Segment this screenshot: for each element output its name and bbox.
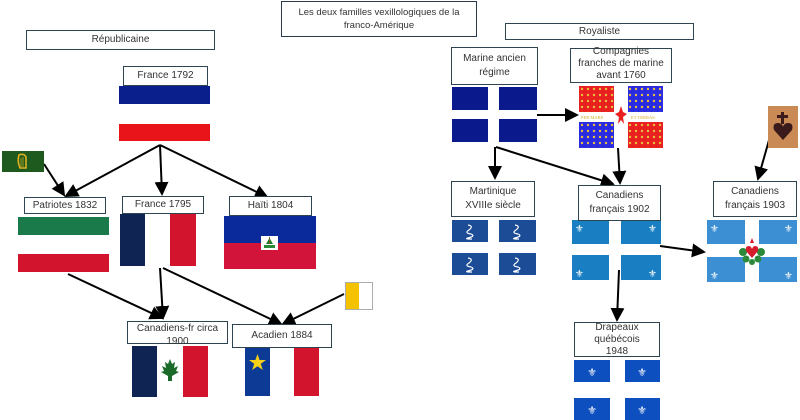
fleur-de-lis-icon: ⚜ <box>784 271 793 282</box>
flag-sacred-heart <box>768 106 798 148</box>
flag-marine-ancien-regime <box>452 87 537 142</box>
node-acadien-1884: Acadien 1884 <box>232 324 332 348</box>
heart-icon <box>773 123 793 140</box>
node-drapeaux-quebecois: Drapeaux québécois 1948 <box>574 322 660 357</box>
arrow-france1795-to-canadiens1900 <box>155 267 170 320</box>
node-france-1792: France 1792 <box>123 66 208 86</box>
flag-france-1795 <box>120 214 196 266</box>
motto-right: ET TERRAS <box>631 115 655 120</box>
flag-compagnies-franches: PER MARE ET TERRAS <box>579 86 663 148</box>
node-canadiens-fr-1902: Canadiens français 1902 <box>578 185 661 221</box>
node-patriotes-1832: Patriotes 1832 <box>24 197 106 214</box>
diagram-title-text: Les deux familles vexillologiques de la … <box>298 7 460 31</box>
arrow-france1792-to-patriotes <box>64 144 161 197</box>
arrow-ireland-to-patriotes <box>43 163 66 197</box>
node-canadiens-fr-1903: Canadiens français 1903 <box>713 181 797 217</box>
arrow-marine-to-canadiens1902 <box>495 146 615 188</box>
flag-ireland-harp <box>2 151 44 172</box>
fleur-de-lis-icon: ⚜ <box>637 366 647 379</box>
family-header-label: Royaliste <box>578 25 621 37</box>
node-martinique: Martinique XVIIIe siècle <box>451 181 535 217</box>
fleur-de-lis-icon: ⚜ <box>575 269 584 280</box>
maple-leaf-icon <box>161 359 179 381</box>
snake-icon <box>466 257 474 273</box>
star-icon <box>249 354 266 370</box>
node-canadiens-fr-1900: Canadiens-fr circa 1900 <box>127 321 228 347</box>
flag-martinique <box>452 220 536 275</box>
flag-quebec-1948: ⚜ ⚜ ⚜ ⚜ <box>574 360 660 420</box>
motto-left: PER MARE <box>581 115 604 120</box>
flag-france-1792 <box>119 86 210 141</box>
flag-acadien-1884 <box>245 346 319 396</box>
arrow-canadiens1902-to-canadiens1903 <box>659 243 706 258</box>
family-header-label: Républicaine <box>91 34 150 45</box>
flag-carillon-1902: ⚜ ⚜ ⚜ ⚜ <box>572 220 661 280</box>
fleur-de-lis-icon: ⚜ <box>587 366 597 379</box>
arrow-patriotes-to-canadiens1900 <box>67 273 164 320</box>
arrow-france1792-to-haiti <box>159 144 269 199</box>
fleur-de-lis-icon: ⚜ <box>587 404 597 417</box>
family-header-royaliste: Royaliste <box>505 23 694 40</box>
node-compagnies-franches: Compagnies franches de marine avant 1760 <box>570 46 672 83</box>
flag-papal <box>345 282 373 310</box>
node-haiti-1804: Haïti 1804 <box>229 196 312 216</box>
fleur-de-lis-icon: ⚜ <box>784 224 793 235</box>
node-marine-ancien-regime: Marine ancien régime <box>451 47 538 85</box>
fleur-de-lis-icon: ⚜ <box>637 404 647 417</box>
arrow-compagnies-to-canadiens1902 <box>612 147 627 185</box>
arrow-canadiens1902-to-quebecois <box>610 269 625 322</box>
fleur-de-lis-icon: ⚜ <box>710 271 719 282</box>
fleur-de-lis-icon: ⚜ <box>575 224 584 235</box>
arrow-france1795-to-acadien <box>162 267 283 326</box>
flag-canadiens-fr-1900 <box>132 346 208 397</box>
fleur-de-lis-icon: ⚜ <box>648 224 657 235</box>
snake-icon <box>513 224 521 240</box>
diagram-title: Les deux familles vexillologiques de la … <box>281 1 477 37</box>
snake-icon <box>466 224 474 240</box>
fleur-de-lis-icon: ⚜ <box>648 269 657 280</box>
snake-icon <box>513 257 521 273</box>
flag-patriotes-1832 <box>18 217 109 272</box>
sacred-heart-wreath-icon <box>739 238 765 265</box>
fleur-de-lis-icon: ⚜ <box>710 224 719 235</box>
flag-haiti-1804 <box>224 216 316 269</box>
arrow-france1792-to-france1795 <box>154 144 169 196</box>
flag-carillon-sacre-coeur-1903: ⚜ ⚜ ⚜ ⚜ <box>707 220 797 282</box>
family-header-republicaine: Républicaine <box>26 30 215 50</box>
node-france-1795: France 1795 <box>122 196 204 214</box>
arrow-papal-to-acadien <box>281 293 345 325</box>
